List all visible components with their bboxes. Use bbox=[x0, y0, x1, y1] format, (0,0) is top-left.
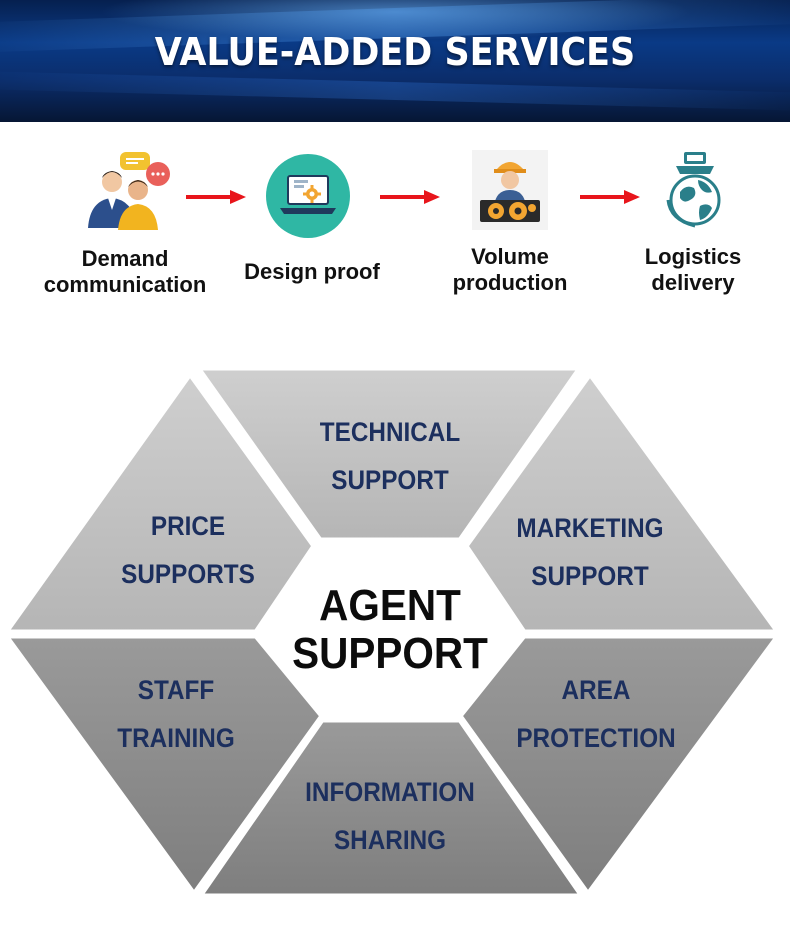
arrow-right-icon bbox=[580, 190, 640, 204]
segment-information-sharing bbox=[195, 717, 587, 899]
header-banner: VALUE-ADDED SERVICES bbox=[0, 0, 790, 122]
arrow-right-icon bbox=[186, 190, 246, 204]
step-label: Design proof bbox=[244, 259, 380, 284]
globe-shipping-icon bbox=[666, 152, 721, 228]
segment-label-information: INFORMATION SHARING bbox=[305, 777, 475, 855]
segment-label-area: AREA PROTECTION bbox=[516, 675, 676, 753]
segment-label-staff: STAFF TRAINING bbox=[117, 675, 235, 753]
arrow-right-icon bbox=[380, 190, 440, 204]
people-chat-icon bbox=[88, 152, 170, 230]
segment-label-price: PRICE SUPPORTS bbox=[121, 511, 255, 589]
agent-support-hexagon: TECHNICAL SUPPORT MARKETING SUPPORT PRIC… bbox=[0, 360, 790, 900]
hexagon-graphic bbox=[1, 365, 783, 899]
center-hexagon bbox=[258, 544, 520, 716]
segment-marketing-support bbox=[462, 369, 783, 635]
center-label: AGENT SUPPORT bbox=[292, 581, 488, 678]
segment-technical-support bbox=[193, 365, 585, 543]
banner-title: VALUE-ADDED SERVICES bbox=[154, 30, 636, 74]
step-label: Demand communication bbox=[43, 246, 207, 297]
step-label: Volume production bbox=[452, 244, 568, 295]
segment-area-protection bbox=[456, 633, 783, 899]
step-label: Logistics delivery bbox=[644, 244, 742, 295]
laptop-gear-icon bbox=[266, 154, 350, 238]
segment-label-technical: TECHNICAL SUPPORT bbox=[319, 417, 461, 495]
segment-label-marketing: MARKETING SUPPORT bbox=[516, 513, 664, 591]
segment-price-supports bbox=[1, 369, 318, 635]
banner-light-streak bbox=[0, 70, 790, 112]
worker-gears-icon bbox=[472, 150, 548, 230]
